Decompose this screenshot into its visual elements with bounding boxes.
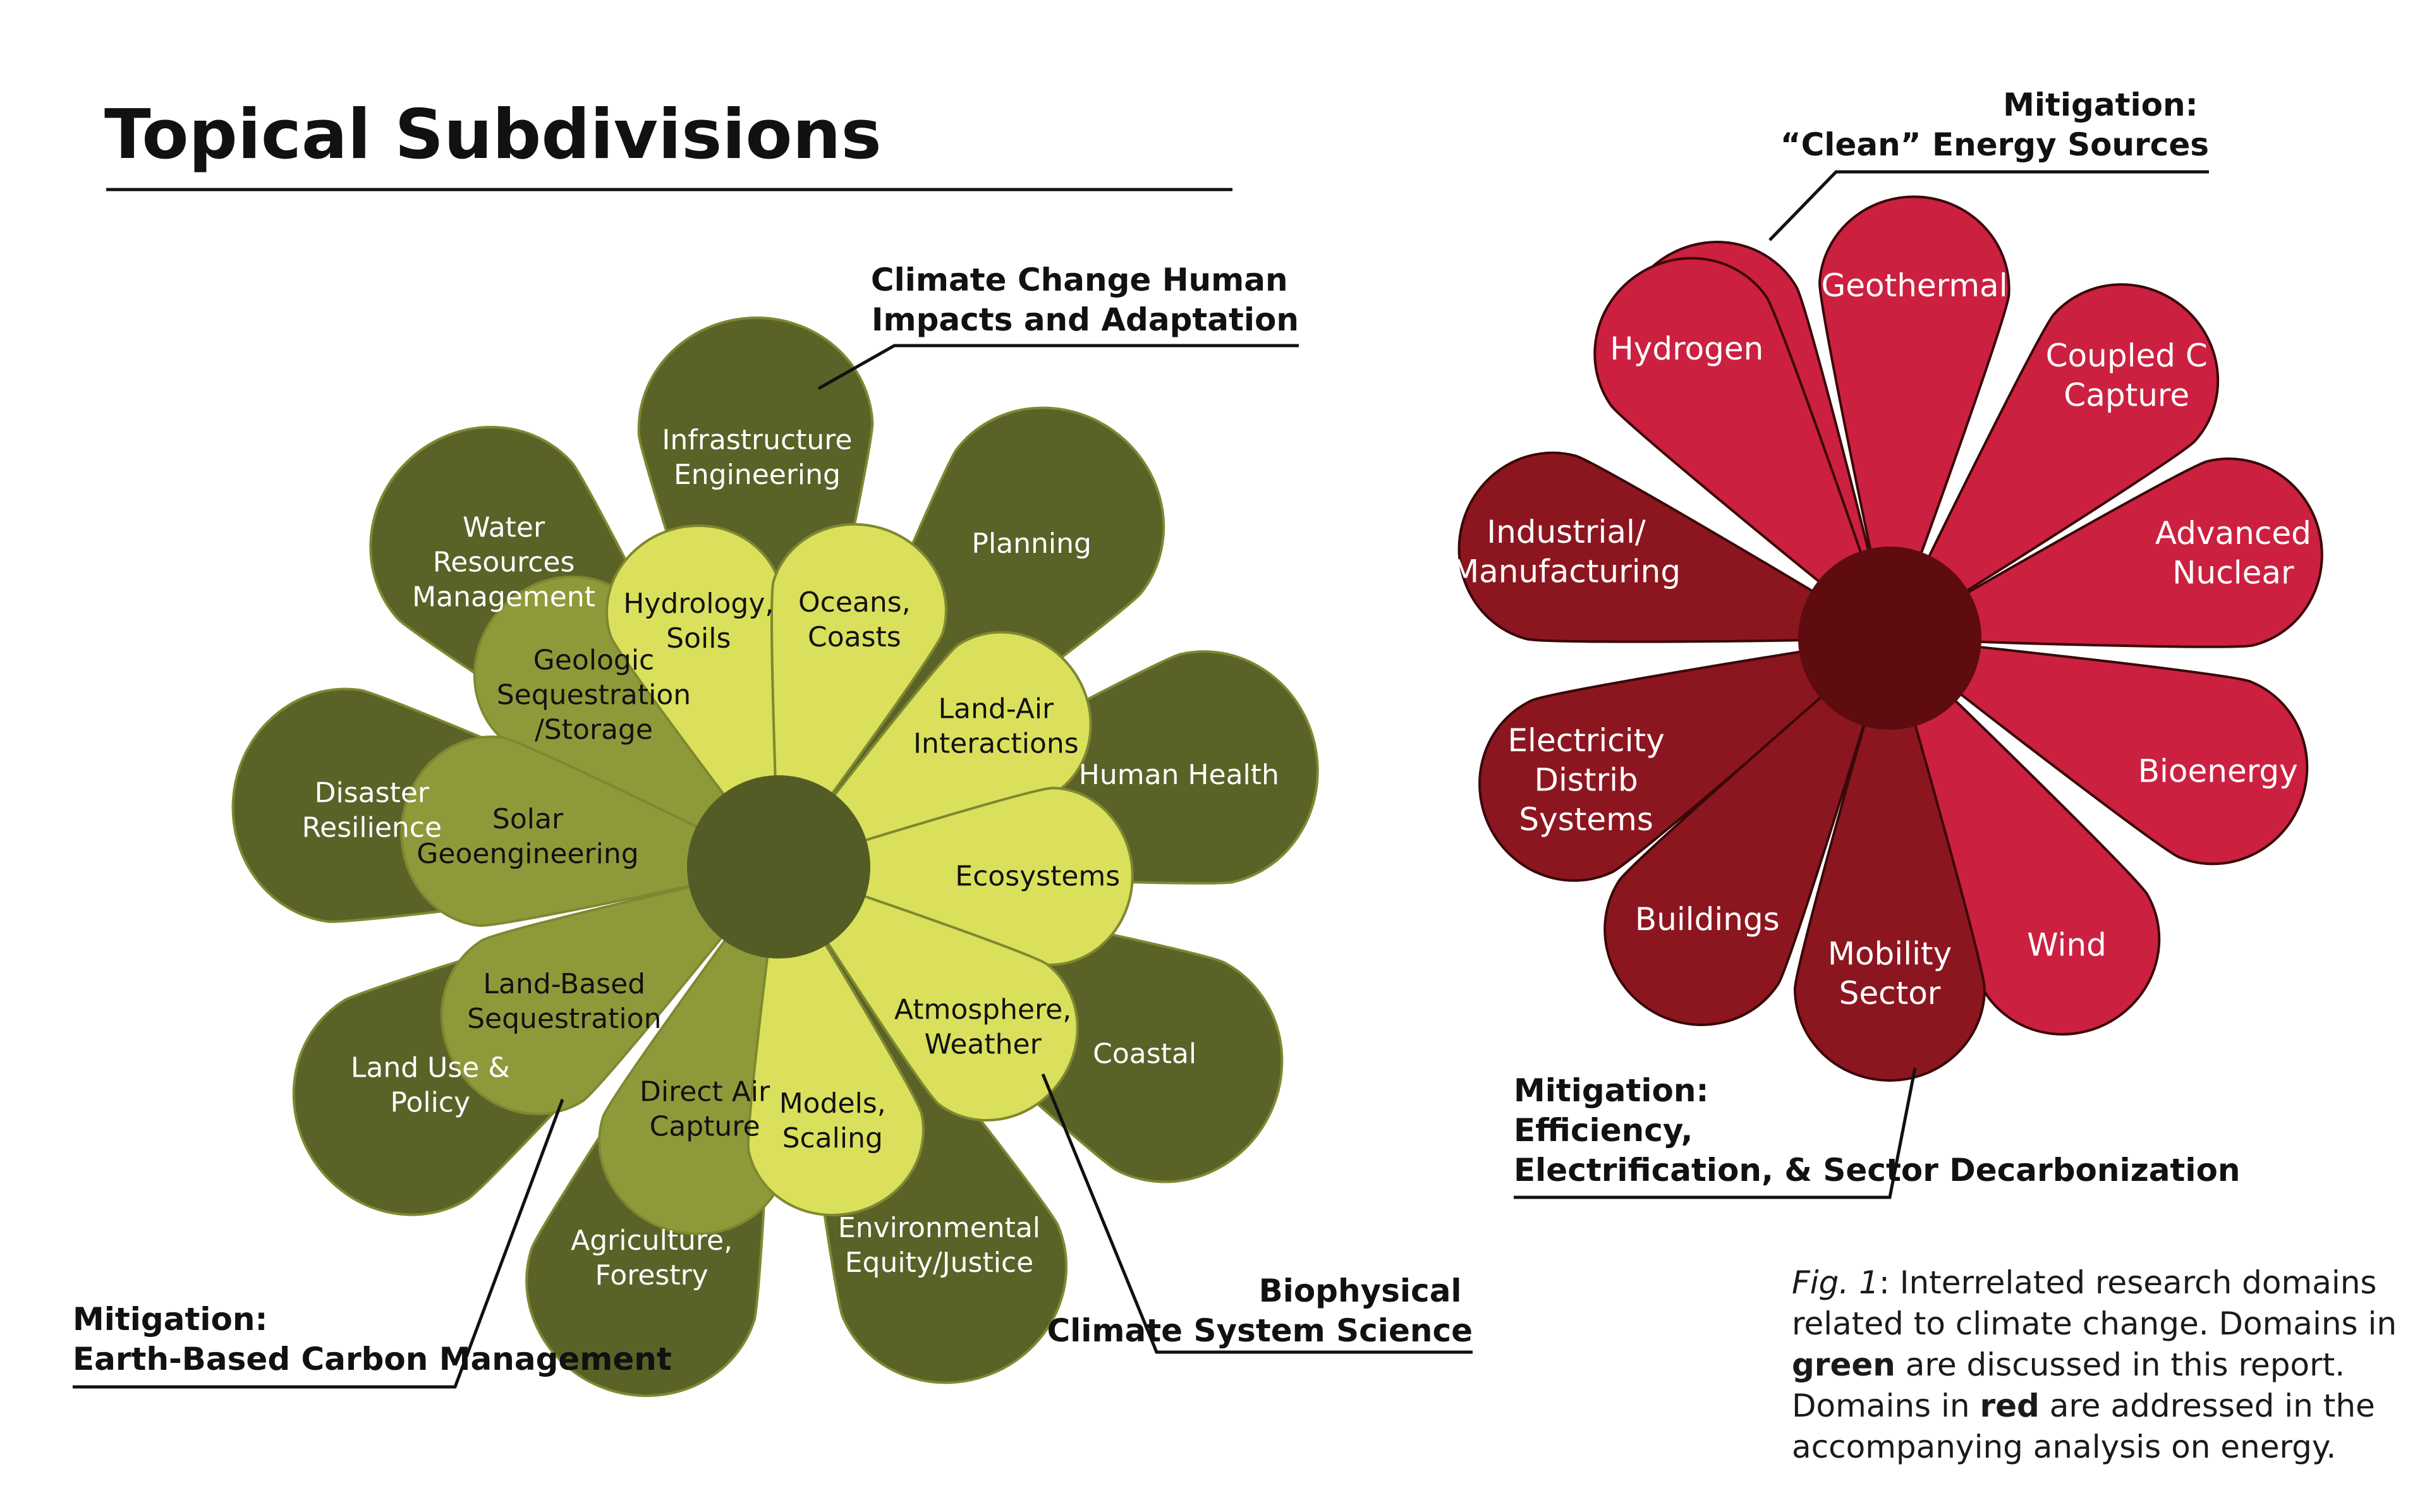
caption-red-word: red [1980, 1388, 2040, 1424]
red-dark-label-buildings: Buildings [1635, 901, 1780, 938]
green-inner-label-ecosystems: Ecosystems [955, 861, 1120, 893]
red-flower-center [1798, 547, 1981, 730]
callout-lines [73, 170, 2209, 1389]
green-inner-petal-atmosphere-weather [776, 864, 1079, 1122]
callout-texts: Climate Change Human Impacts and Adaptat… [73, 87, 2240, 1377]
green-inner-label-oceans-coasts: Oceans,Coasts [798, 586, 911, 653]
green-middle-petal-land-based-sequestration [441, 864, 782, 1116]
caption-part1: : Interrelated research domains related … [1792, 1264, 2397, 1342]
red-light-petal-geothermal [1818, 195, 2010, 643]
red-light-label-hydrogen: Hydrogen [1610, 330, 1763, 367]
red-dark-petal-electricity-distrib-systems [1478, 636, 1894, 882]
green-outer-label-human-health: Human Health [1079, 759, 1279, 791]
green-inner-petals [605, 523, 1134, 1217]
callout-human-impacts: Climate Change Human Impacts and Adaptat… [871, 262, 1299, 338]
green-inner-label-hydrology-soils: Hydrology,Soils [623, 588, 774, 655]
red-light-petal-bioenergy [1885, 636, 2309, 866]
green-outer-label-planning: Planning [971, 528, 1092, 560]
callout-clean-energy: Mitigation: “Clean” Energy Sources [1780, 87, 2209, 163]
caption-fig-label: Fig. 1 [1792, 1264, 1879, 1301]
green-middle-petal-solar-geoengineering [400, 735, 783, 927]
red-dark-petals [1457, 451, 1986, 1082]
red-light-petals: SolarGeothermalCoupled CCaptureAdvancedN… [1593, 195, 2323, 1036]
red-light-petal-advanced-nuclear [1885, 457, 2323, 648]
red-dark-petal-mobility-sector [1793, 634, 1986, 1082]
red-light-label-geothermal: Geothermal [1822, 267, 2008, 304]
caption-green-word: green [1792, 1346, 1895, 1383]
red-dark-label-industrial-manufacturing: Industrial/Manufacturing [1452, 514, 1681, 590]
caption-part2: are discussed in this report. Domains in [1792, 1346, 2345, 1424]
green-outer-label-agriculture-forestry: Agriculture,Forestry [571, 1225, 733, 1291]
earth-based-leader [73, 1099, 564, 1389]
red-light-label-bioenergy: Bioenergy [2138, 753, 2298, 789]
figure-caption: Fig. 1: Interrelated research domains re… [1792, 1262, 2411, 1468]
callout-earth-based: Mitigation: Earth-Based Carbon Managemen… [73, 1301, 672, 1377]
green-inner-label-models-scaling: Models,Scaling [779, 1087, 886, 1154]
efficiency-leader [1514, 1067, 1917, 1199]
red-flower: SolarGeothermalCoupled CCaptureAdvancedN… [1452, 195, 2323, 1082]
green-middle-petals [400, 575, 788, 1235]
page-title: Topical Subdivisions [104, 95, 882, 174]
red-light-petal-coupled-c-capture [1887, 283, 2220, 642]
red-light-label-wind: Wind [2027, 926, 2107, 963]
red-dark-petal-buildings [1603, 634, 1892, 1026]
biophysical-leader [1041, 1074, 1473, 1354]
callout-efficiency: Mitigation: Efficiency, Electrification,… [1514, 1072, 2240, 1188]
green-inner-label-atmosphere-weather: Atmosphere,Weather [894, 993, 1071, 1060]
red-light-petal-hydrogen [1593, 257, 1892, 642]
green-outer-label-land-use-policy: Land Use &Policy [351, 1051, 510, 1118]
green-outer-label-coastal: Coastal [1093, 1037, 1196, 1070]
human-impacts-leader [817, 344, 1299, 390]
green-flower-center [687, 775, 870, 959]
green-inner-petal-oceans-coasts [770, 523, 947, 871]
red-dark-petal-industrial-manufacturing [1457, 451, 1894, 643]
caption-part3: are addressed in the accompanying analys… [1792, 1388, 2375, 1465]
clean-energy-leader [1768, 170, 2209, 241]
callout-biophysical: Biophysical Climate System Science [1047, 1273, 1473, 1349]
